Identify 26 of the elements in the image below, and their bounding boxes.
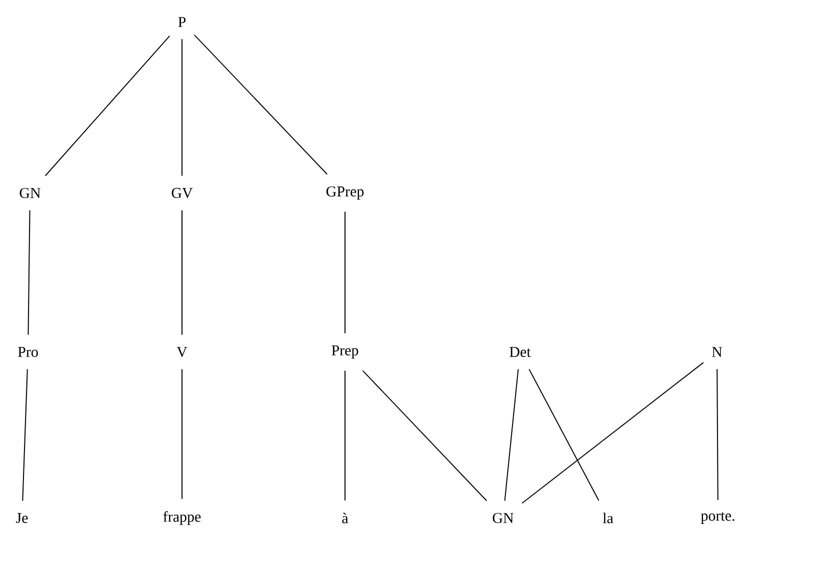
tree-label: Pro xyxy=(18,347,38,357)
tree-label: GV xyxy=(172,188,193,198)
branch-line xyxy=(528,368,600,502)
branch-line xyxy=(362,370,488,502)
tree-label: Prep xyxy=(332,346,358,358)
tree-label: Je xyxy=(16,513,28,523)
branch-line xyxy=(344,211,346,334)
tree-label: à xyxy=(342,512,348,524)
branch-line xyxy=(344,370,346,501)
tree-label: la xyxy=(602,512,614,524)
branch-line xyxy=(522,362,704,504)
branch-line xyxy=(194,34,328,175)
branch-line xyxy=(716,368,718,500)
tree-label: frappe xyxy=(163,511,201,525)
tree-label: porte. xyxy=(700,512,734,524)
tree-label: GPrep xyxy=(326,186,364,200)
tree-label: N xyxy=(712,347,722,357)
tree-label: GN xyxy=(20,188,40,198)
tree-label: Det xyxy=(510,347,531,357)
tree-label: P xyxy=(178,17,186,27)
branch-line xyxy=(28,210,30,336)
branch-line xyxy=(22,368,28,502)
branch-line xyxy=(44,35,170,176)
branch-line xyxy=(504,368,519,502)
tree-label: V xyxy=(176,346,188,357)
tree-label: GN xyxy=(492,512,514,524)
